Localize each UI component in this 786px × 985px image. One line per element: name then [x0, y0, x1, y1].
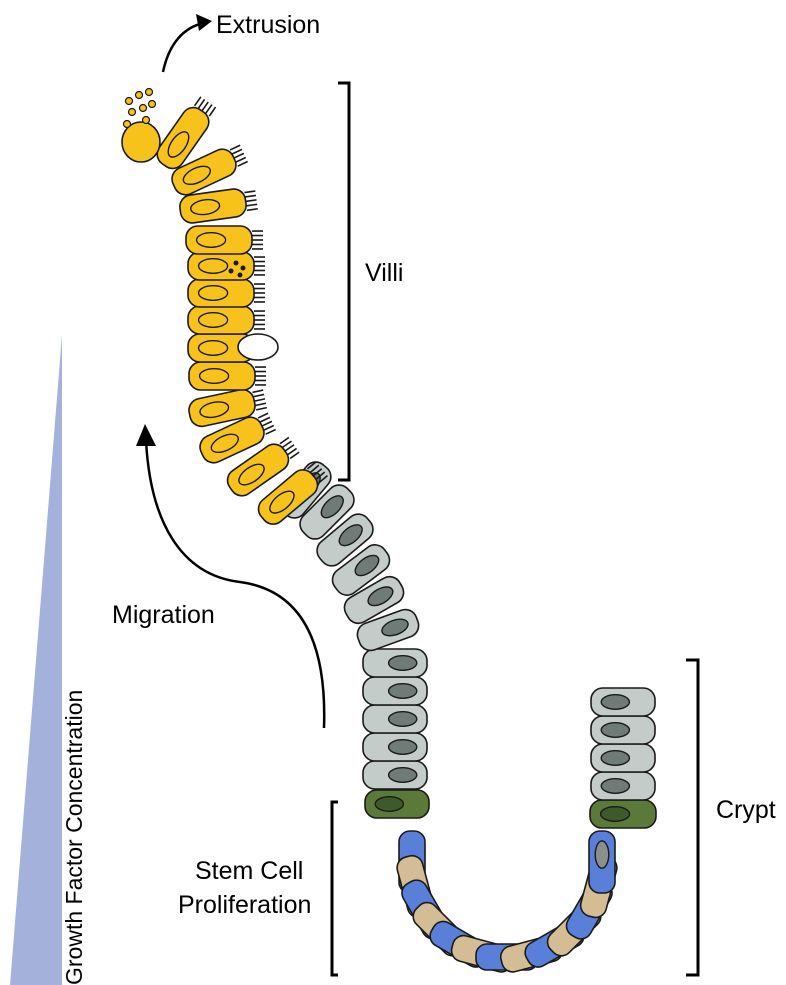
villus-cell-microvillus: [234, 153, 244, 158]
villus-cell-microvillus: [266, 430, 276, 435]
extrusion-label: Extrusion: [216, 11, 320, 39]
villus-cell: [188, 279, 265, 307]
villus-cell-microvillus: [230, 145, 240, 150]
extruded-granule: [136, 92, 143, 99]
villus-cell-microvillus: [252, 390, 263, 392]
villus-cell-microvillus: [290, 452, 299, 458]
crypt-wall-cell-left-nucleus: [389, 768, 417, 783]
crypt-wall-cell-left-nucleus: [389, 712, 417, 727]
crypt-wall-cell-right-nucleus: [601, 751, 629, 766]
migration-arrowhead: [136, 424, 156, 446]
growth-factor-gradient: [10, 335, 62, 985]
extruded-granule: [149, 101, 156, 108]
villus-cell-microvillus: [206, 105, 212, 114]
granule-dot: [241, 266, 246, 271]
extruded-granule: [140, 105, 147, 112]
villus-cell-nucleus: [200, 369, 229, 384]
villus-cell-nucleus: [197, 233, 226, 248]
extrusion-arrowhead: [196, 14, 212, 31]
extruded-granule: [124, 121, 131, 128]
villus-cell-microvillus: [236, 157, 246, 162]
villus-cell-nucleus: [199, 286, 228, 301]
villus-cell-microvillus: [258, 413, 268, 418]
crypt-wall-cell-left-nucleus: [389, 656, 417, 671]
crypt-wall-cell-left-nucleus: [389, 684, 417, 699]
villus-cell-nucleus: [199, 259, 228, 274]
villus-cell-microvillus: [255, 403, 266, 405]
villus-cell-microvillus: [288, 448, 297, 454]
villus-cell: [188, 306, 265, 334]
stem-cell-label-line1: Stem Cell: [195, 857, 303, 885]
villus-cell-microvillus: [262, 421, 272, 426]
paneth-cell-left: [365, 790, 429, 818]
villus-cell-microvillus: [244, 191, 255, 193]
villus-cell-nucleus: [199, 313, 228, 328]
goblet-cell: [238, 334, 278, 360]
crypt-wall-cell-right: [591, 744, 655, 772]
villus-cell-microvillus: [246, 200, 257, 202]
crypt-base-cell-nucleus: [595, 841, 609, 868]
villus-cell-microvillus: [254, 399, 265, 401]
villus-cell-microvillus: [280, 437, 289, 443]
extruded-granule: [126, 98, 133, 105]
villus-cell-microvillus: [253, 394, 264, 396]
crypt-wall-cell-left: [363, 649, 427, 677]
stem-cell-label-line2: Proliferation: [178, 891, 311, 919]
villus-cell: [186, 226, 263, 254]
paneth-cell-right: [590, 800, 656, 828]
extrusion-arrow: [163, 24, 200, 72]
migration-label: Migration: [112, 601, 215, 629]
villus-cell-microvillus: [238, 162, 248, 167]
extruded-granule: [143, 117, 150, 124]
crypt-wall-cell-right: [591, 772, 655, 800]
crypt-wall-cell-right: [591, 688, 655, 716]
crypt-cells: [363, 649, 656, 974]
crypt-wall-cell-left: [363, 677, 427, 705]
villus-cell-microvillus: [260, 417, 270, 422]
stem-cell-bracket: [332, 802, 338, 975]
villus-cell-microvillus: [202, 102, 208, 111]
crypt-wall-cell-left: [363, 705, 427, 733]
granule-dot: [229, 269, 234, 274]
extruded-granule: [129, 109, 136, 116]
crypt-wall-cell-left: [363, 761, 427, 789]
crypt-bracket: [686, 660, 698, 975]
villus-cell-microvillus: [232, 149, 242, 154]
villus-cell-microvillus: [264, 425, 274, 430]
paneth-cell-right-nucleus: [601, 807, 630, 822]
villus-cell-microvillus: [198, 99, 204, 108]
villus-cell-microvillus: [256, 408, 267, 410]
crypt-wall-cell-left: [363, 733, 427, 761]
villus-cell-microvillus: [246, 204, 257, 206]
villus-cell-microvillus: [285, 445, 294, 451]
villus-cell-microvillus: [209, 107, 215, 116]
granule-dot: [234, 261, 239, 266]
villus-cell-nucleus: [199, 341, 228, 356]
crypt-wall-cell-right-nucleus: [601, 695, 629, 710]
granule-dot: [238, 273, 243, 278]
growth-factor-label: Growth Factor Concentration: [61, 690, 87, 985]
villus-cell: [188, 252, 265, 280]
villus-cell-microvillus: [247, 209, 258, 211]
extruded-granule: [146, 89, 153, 96]
villus-cell-microvillus: [245, 195, 256, 197]
crypt-label: Crypt: [716, 796, 776, 824]
villus-cell-microvillus: [282, 441, 291, 447]
crypt-base-cell: [589, 831, 615, 893]
villus-cells: [122, 89, 331, 529]
crypt-wall-cell-right-nucleus: [601, 779, 629, 794]
paneth-cell-left-nucleus: [375, 797, 403, 812]
villi-bracket: [338, 83, 349, 480]
crypt-wall-cell-left-nucleus: [389, 740, 417, 755]
villus-cell: [189, 362, 266, 390]
villus-cell-microvillus: [195, 97, 201, 106]
crypt-wall-cell-right-nucleus: [601, 723, 629, 738]
villi-label: Villi: [365, 259, 403, 287]
crypt-wall-cell-right: [591, 716, 655, 744]
